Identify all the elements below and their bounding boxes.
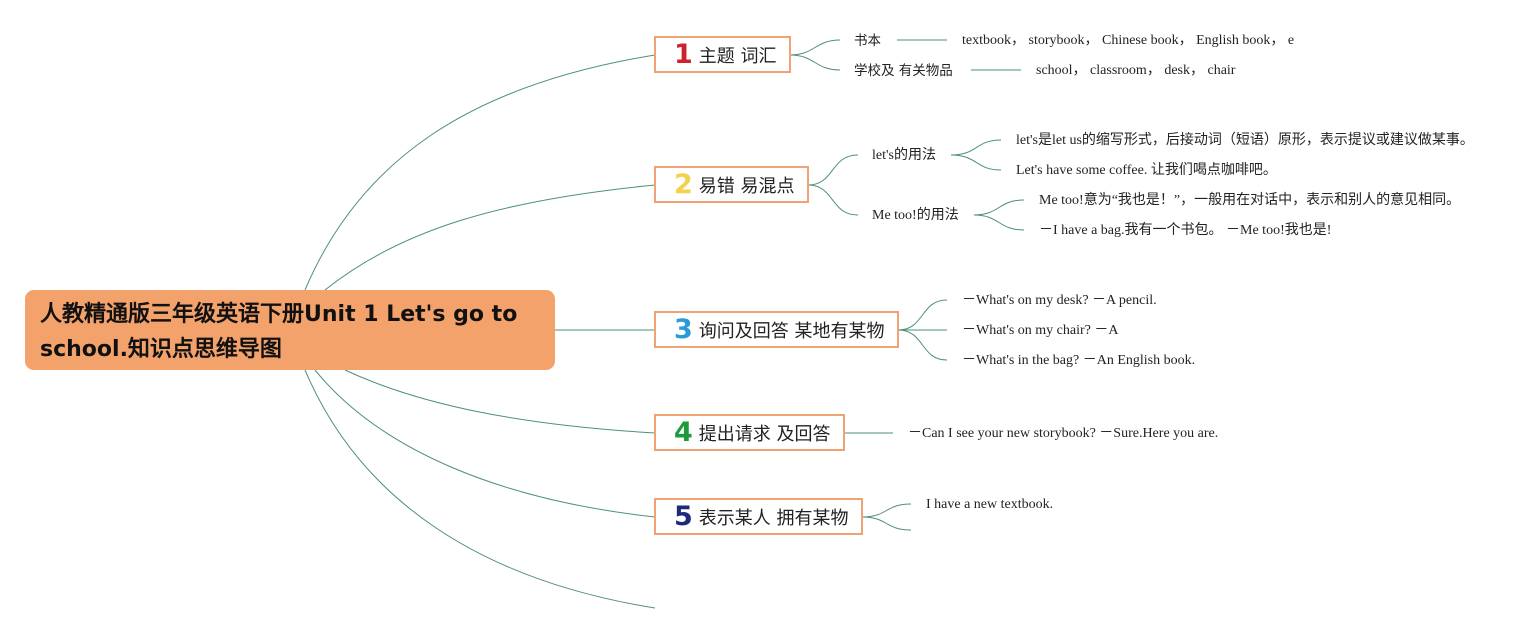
branch-4-request-answer[interactable]: 4 提出请求 及回答 [654,414,845,451]
root-topic[interactable]: 人教精通版三年级英语下册Unit 1 Let's go to school.知识… [25,290,555,370]
b1-books-detail[interactable]: textbook， storybook， Chinese book， Engli… [962,33,1295,48]
branch-1-vocabulary[interactable]: 1 主题 词汇 [654,36,791,73]
branch-5-title: 表示某人 拥有某物 [698,507,849,529]
number-5-icon: 5 [674,501,693,532]
branch-3-title: 询问及回答 某地有某物 [698,320,885,342]
b3-line-1[interactable]: －What's on my desk? －A pencil. [962,293,1157,308]
b5-line-1[interactable]: I have a new textbook. [926,497,1054,512]
b1-sub-books[interactable]: 书本 [854,33,881,49]
b2-lets-detail-1[interactable]: let's是let us的缩写形式，后接动词（短语）原形，表示提议或建议做某事。 [1016,133,1474,148]
branch-5-possession[interactable]: 5 表示某人 拥有某物 [654,498,863,535]
branch-3-ask-answer-location[interactable]: 3 询问及回答 某地有某物 [654,311,899,348]
b1-sub-school-items[interactable]: 学校及 有关物品 [854,63,953,79]
branch-1-title: 主题 词汇 [698,45,777,67]
b2-sub-me-too-usage[interactable]: Me too!的用法 [872,208,959,223]
number-4-icon: 4 [674,417,693,448]
b2-me-too-detail-2[interactable]: －I have a bag.我有一个书包。 －Me too!我也是! [1039,223,1332,238]
b3-line-3[interactable]: －What's in the bag? －An English book. [962,353,1196,368]
branch-2-title: 易错 易混点 [698,175,795,197]
number-1-icon: 1 [674,39,693,70]
b2-lets-detail-2[interactable]: Let's have some coffee. 让我们喝点咖啡吧。 [1016,163,1277,178]
b2-me-too-detail-1[interactable]: Me too!意为“我也是！”，一般用在对话中，表示和别人的意见相同。 [1039,193,1461,208]
b2-sub-lets-usage[interactable]: let's的用法 [872,148,936,163]
b4-line-1[interactable]: －Can I see your new storybook? －Sure.Her… [908,426,1219,441]
branch-2-confusing-points[interactable]: 2 易错 易混点 [654,166,809,203]
number-3-icon: 3 [674,314,693,345]
branch-4-title: 提出请求 及回答 [698,423,831,445]
b3-line-2[interactable]: －What's on my chair? －A [962,323,1119,338]
b1-school-items-detail[interactable]: school， classroom， desk， chair [1036,63,1236,78]
number-2-icon: 2 [674,169,693,200]
